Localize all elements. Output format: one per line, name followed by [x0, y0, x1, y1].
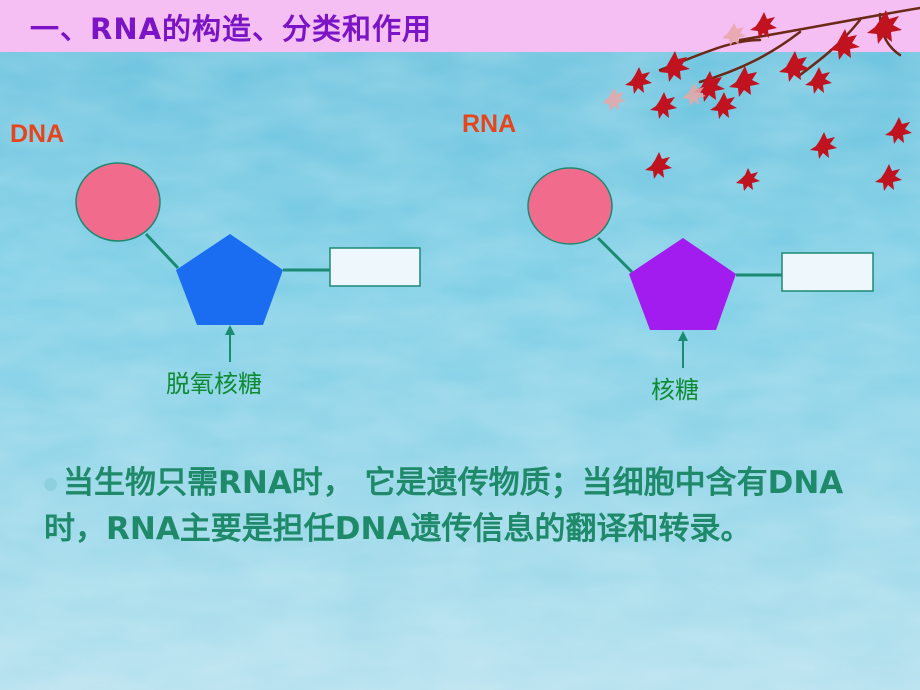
bullet-icon: [44, 478, 57, 491]
dna-sugar-label: 脱氧核糖: [166, 370, 262, 398]
dna-phosphate-circle: [75, 162, 161, 242]
rna-label: RNA: [462, 110, 517, 138]
dna-sugar-pentagon: [176, 234, 283, 325]
rna-phosphate-circle: [527, 167, 613, 245]
slide-title: 一、RNA的构造、分类和作用: [30, 12, 433, 46]
rna-base-box: [781, 252, 874, 292]
body-paragraph: 当生物只需RNA时， 它是遗传物质；当细胞中含有DNA时，RNA主要是担任DNA…: [44, 460, 864, 552]
dna-phosphate-bond: [144, 232, 180, 270]
dna-base-box: [329, 247, 421, 287]
paragraph-text: 当生物只需RNA时， 它是遗传物质；当细胞中含有DNA时，RNA主要是担任DNA…: [44, 465, 844, 547]
dna-label: DNA: [10, 120, 65, 148]
rna-sugar-pentagon: [629, 238, 736, 330]
rna-phosphate-bond: [596, 236, 634, 274]
rna-sugar-label: 核糖: [651, 376, 699, 404]
